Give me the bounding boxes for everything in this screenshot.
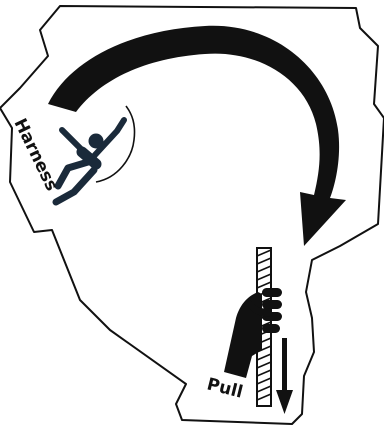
falling-person-icon [52,117,127,206]
curved-arrow-icon [48,25,346,246]
swing-line [95,105,136,183]
down-arrow-icon [276,338,293,414]
sign-outline [0,5,384,425]
hand-gripping-rope-icon [224,288,282,378]
